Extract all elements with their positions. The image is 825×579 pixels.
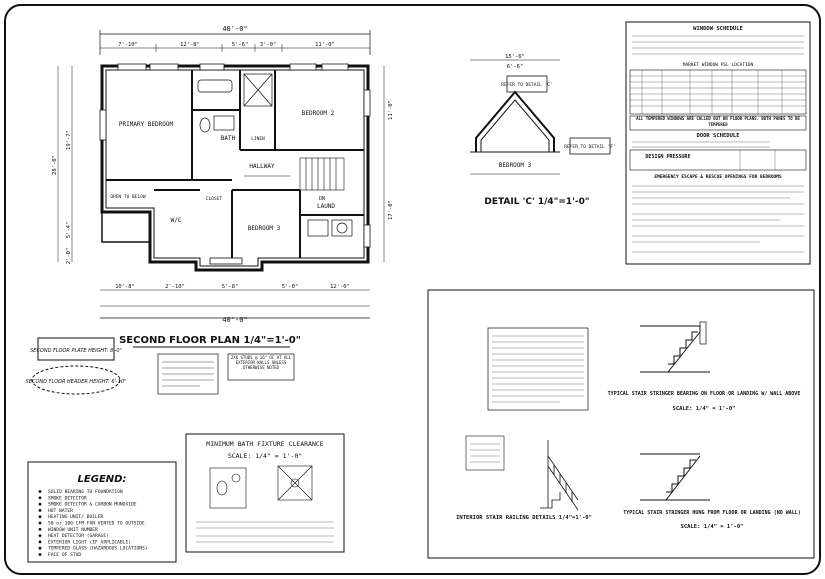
legend-item: HEATING UNIT/ BOILER [48,514,104,520]
legend-item: HEAT DETECTOR (GARAGE) [48,533,109,539]
bottom-dim-1: 10'-8" [115,284,135,290]
floor-plan-title: SECOND FLOOR PLAN 1/4"=1'-0" [119,335,301,346]
left-dim-2: 5'-4" [66,222,72,239]
bath-clearance-scale: SCALE: 1/4" = 1'-0" [228,452,302,460]
railing-title: INTERIOR STAIR RAILING DETAILS 1/4"=1'-0… [456,515,592,521]
plate-height: SECOND FLOOR PLATE HEIGHT: 8'-0" [30,348,122,354]
legend: LEGEND: SOLID BEARING TO FOUNDATIONSMOKE… [27,461,177,563]
legend-symbol [38,546,42,550]
top-dim-3: 5'-6" [232,42,249,48]
legend-symbol [38,490,42,493]
hung-title-line: TYPICAL STAIR STRINGER HUNG FROM FLOOR O… [623,510,801,516]
legend-item: SMOKE DETECTOR & CARBON MONOXIDE [48,502,137,508]
legend-item: SMOKE DETECTOR [48,495,87,501]
height-notes: SECOND FLOOR PLATE HEIGHT: 8'-0" SECOND … [26,337,127,395]
legend-symbol [38,521,42,525]
tempered-note: ALL TEMPERED WINDOWS ARE CALLED OUT ON F… [636,116,800,127]
legend-item: 50 or 100 CFM FAN VENTED TO OUTSIDE [48,521,145,527]
overall-width-top: 40'-0" [222,25,247,33]
refer-detail-c: REFER TO DETAIL 'C' [501,82,552,88]
window-schedule: WINDOW SCHEDULE MARKET WINDOW PSL LOCATI… [625,21,811,265]
legend-item: EXTERIOR LIGHT (IF APPLICABLE) [48,539,131,545]
bearing-title-line: TYPICAL STAIR STRINGER BEARING ON FLOOR … [608,391,801,397]
legend-symbol [38,553,42,556]
legend-item: TEMPERED GLASS (HAZARDOUS LOCATIONS) [48,546,148,552]
room-linen: LINEN [251,136,265,142]
left-dim-3: 2'-0" [66,248,72,265]
room-hallway: HALLWAY [249,163,275,170]
second-floor-plan: 40'-0" 7'-10" 12'-8" 5'-6" 3'-0" 11'-0" [52,25,394,348]
bottom-dim-4: 5'-0" [282,284,299,290]
stair-details: INTERIOR STAIR RAILING DETAILS 1/4"=1'-0… [427,289,815,559]
room-laund: LAUND [317,203,335,210]
legend-symbol [38,509,42,512]
bath-clearance-title: MINIMUM BATH FIXTURE CLEARANCE [206,440,323,448]
detail-c-dim-2: 6'-6" [507,64,524,70]
window-schedule-header: MARKET WINDOW PSL LOCATION [683,62,754,68]
egress-title: EMERGENCY ESCAPE & RESCUE OPENINGS FOR B… [654,174,782,180]
bearing-scale: SCALE: 1/4" = 1'-0" [673,406,736,412]
legend-symbol [38,534,42,537]
left-dim-4: 28'-0" [52,155,58,175]
room-open-to-below: OPEN TO BELOW [110,194,146,200]
bottom-dim-5: 12'-0" [330,284,350,290]
header-height: SECOND FLOOR HEADER HEIGHT: 6'-10" [26,379,127,385]
legend-symbol [38,540,42,544]
detail-c-room: BEDROOM 3 [499,162,532,169]
refer-detail-f: REFER TO DETAIL 'F' [564,144,615,150]
legend-symbol [38,515,42,519]
detail-c-dim-1: 15'-6" [505,54,525,60]
stair-down-label: DN [319,196,325,202]
hung-scale: SCALE: 1/4" = 1'-0" [681,524,744,530]
bath-clearance: MINIMUM BATH FIXTURE CLEARANCE SCALE: 1/… [185,433,345,553]
overall-width-bottom: 40'-0" [222,316,247,324]
design-pressure: DESIGN PRESSURE [645,154,690,160]
legend-symbol [38,527,42,531]
room-bedroom-2: BEDROOM 2 [302,110,335,117]
right-dim-2: 17'-0" [388,200,394,220]
legend-title: LEGEND: [78,474,127,485]
top-dim-4: 3'-0" [260,42,277,48]
top-dim-5: 11'-0" [315,42,335,48]
bottom-dim-2: 2'-10" [165,284,185,290]
legend-item: WINDOW UNIT NUMBER [48,527,98,533]
door-schedule-title: DOOR SCHEDULE [696,133,739,139]
room-primary-bedroom: PRIMARY BEDROOM [119,121,174,128]
legend-symbol [38,496,42,500]
right-dim-1: 11'-0" [388,100,394,120]
room-bath: BATH [221,135,236,142]
left-dim-1: 19'-7" [66,130,72,150]
legend-symbol [38,502,42,506]
room-wic: W/C [171,217,182,224]
top-dim-2: 12'-8" [180,42,200,48]
legend-item: HOT WATER [48,508,73,514]
stud-note: 2X6 STUDS @ 16" OC AT ALL EXTERIOR WALLS… [230,355,292,370]
detail-c: 15'-6" 6'-6" REFER TO DETAIL 'C' REFER T… [470,54,616,207]
detail-c-title: DETAIL 'C' 1/4"=1'-0" [484,197,589,207]
bottom-dim-3: 5'-8" [222,284,239,290]
window-schedule-title: WINDOW SCHEDULE [693,26,743,32]
top-dim-1: 7'-10" [118,42,138,48]
sheet-border [4,4,821,575]
room-bedroom-3: BEDROOM 3 [248,225,281,232]
legend-item: SOLID BEARING TO FOUNDATION [48,489,123,495]
room-closet: CLOSET [206,196,223,202]
legend-item: FACE OF STUD [48,552,81,558]
